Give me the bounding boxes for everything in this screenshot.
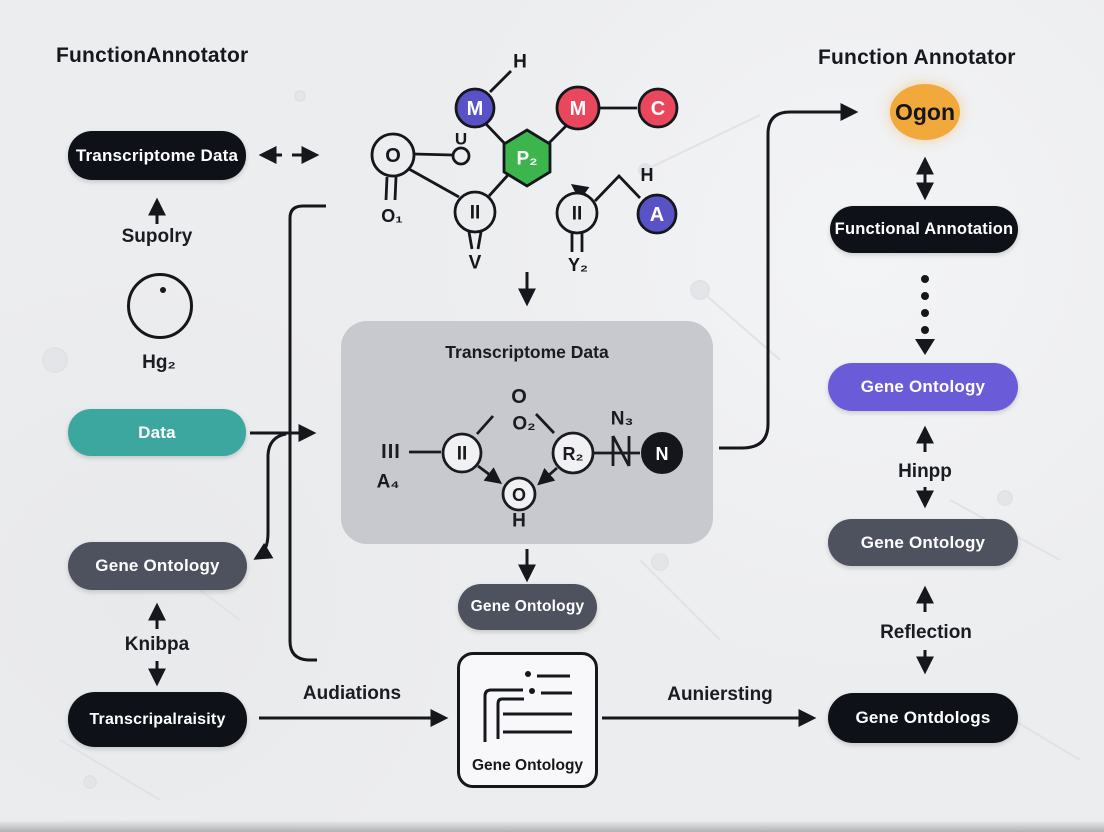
c-node-label: C [651,98,665,120]
transcripalraisity-pill[interactable]: Transcripalraisity [68,692,247,747]
box-molecule: O O₂ III A₄ II R₂ N₃ N O H [377,386,683,532]
dotted-flow-arrow [915,275,935,355]
auniersting-label: Auniersting [667,684,773,705]
o-box-label: O [512,485,526,505]
audiations-label: Audiations [302,683,402,704]
n-box-label: N [656,444,669,464]
hg2-label: Hg₂ [142,352,176,373]
transcriptome-box-title: Transcriptome Data [445,342,609,362]
a-node [636,193,678,235]
a4-label: A₄ [377,472,400,493]
h-top-label: H [513,52,527,73]
bottom-edge-shadow [0,820,1104,832]
h-right-label: H [641,165,654,185]
c-node [637,87,679,129]
left-title: FunctionAnnotator [56,44,249,67]
reflection-label: Reflection [880,622,972,643]
molecule-bonds [384,70,642,252]
top-molecule: H M M C P₂ O O₁ U II V II Y₂ H A [370,52,679,275]
ii-box-node [441,432,483,474]
r2-to-o-arrow [537,466,558,486]
ii-to-o-arrow [477,464,503,485]
r2-box-label: R₂ [563,444,584,464]
hinpp-label: Hinpp [898,461,952,482]
functional-annotation-pill[interactable]: Functional Annotation [830,206,1018,253]
a-node-label: A [650,204,664,226]
m-red-label: M [570,98,587,120]
gene-ontology-center-pill[interactable]: Gene Ontology [458,584,597,630]
transcriptome-data-pill[interactable]: Transcriptome Data [68,131,246,180]
right-title: Function Annotator [818,46,1016,69]
y2-label: Y₂ [568,255,588,275]
n-box-node [641,432,683,474]
branch-to-gene-ontology-arrow [253,432,287,560]
h-box-label: H [512,511,526,532]
data-pill[interactable]: Data [68,409,246,456]
circle-dot [160,287,166,293]
o-ring-label: O [385,145,401,167]
left-bypass-line [288,204,326,662]
m-red-node [555,85,601,131]
knibpa-label: Knibpa [124,634,190,655]
gene-ontology-gray-right-pill[interactable]: Gene Ontology [828,519,1018,566]
m-blue-node [454,87,496,129]
r2-box-node [551,431,595,475]
gene-ontdologs-pill[interactable]: Gene Ontdologs [828,693,1018,743]
u-label: U [455,130,467,149]
supolry-label: Supolry [121,226,193,247]
v-label: V [469,253,482,274]
o-box-node [501,476,537,512]
ii-left-node [453,190,497,234]
o2-label: O₂ [512,414,535,435]
p2-hex-label: P₂ [516,149,537,170]
box-molecule-bonds [409,413,640,486]
p2-hexagon-node [502,128,552,188]
box-to-ogon-arrow [719,103,859,450]
iii-label: III [381,441,401,463]
m-blue-label: M [467,98,484,120]
ii-left-label: II [470,203,481,224]
ii-right-node [555,191,599,235]
o-ring-node [370,132,416,178]
o1-label: O₁ [381,206,402,226]
ii-right-label: II [572,204,583,225]
ii-box-label: II [457,444,468,465]
o-top-label: O [511,386,527,408]
ogon-node[interactable]: Ogon [890,84,960,140]
gene-ontology-purple-pill[interactable]: Gene Ontology [828,363,1018,411]
hg2-circle-icon [127,273,193,339]
u-small-node [451,146,471,166]
n3-label: N₃ [611,409,634,430]
gene-ontology-left-pill[interactable]: Gene Ontology [68,542,247,590]
document-box-label: Gene Ontology [471,757,584,774]
document-list-icon [483,671,572,742]
